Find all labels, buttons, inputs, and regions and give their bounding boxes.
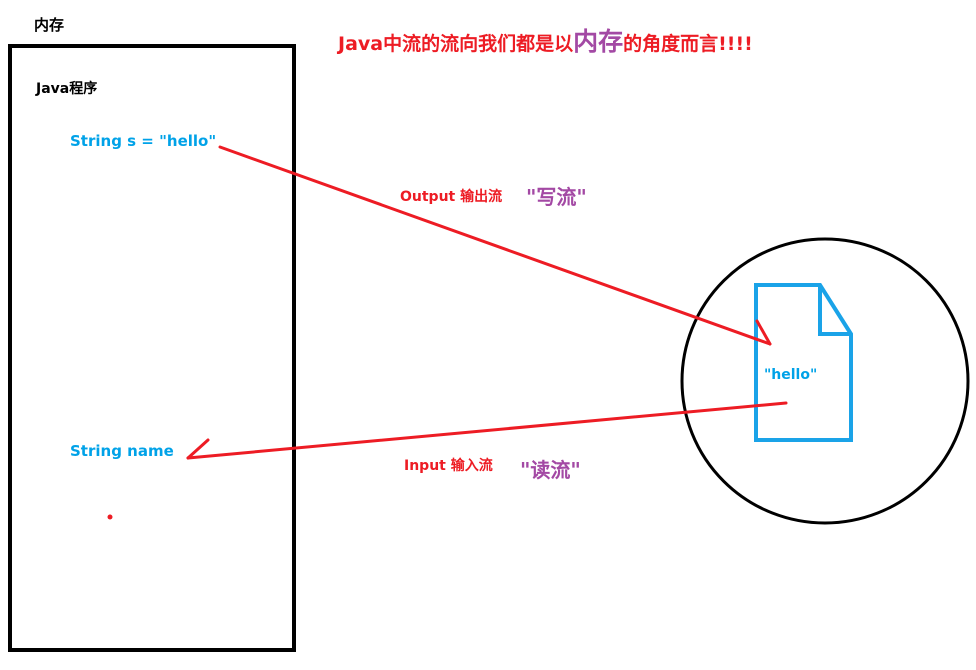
heading-emphasis: 内存 [573, 27, 624, 56]
storage-circle [680, 237, 970, 525]
input-stream-label: Input 输入流 [404, 458, 493, 474]
heading-suffix: 的角度而言!!!! [623, 33, 753, 55]
memory-box [8, 44, 296, 652]
code-string-name: String name [70, 442, 174, 460]
file-content-text: "hello" [764, 367, 818, 383]
output-stream-label: Output 输出流 [400, 189, 503, 205]
java-program-label: Java程序 [36, 81, 98, 97]
red-dot [107, 514, 113, 520]
input-arrow [186, 401, 788, 460]
output-arrow [218, 145, 772, 346]
input-stream-quote: "读流" [520, 458, 581, 482]
file-icon [754, 283, 853, 442]
heading: Java中流的流向我们都是以内存的角度而言!!!! [338, 22, 753, 58]
code-string-s: String s = "hello" [70, 132, 217, 150]
memory-label: 内存 [34, 16, 65, 34]
heading-prefix: Java中流的流向我们都是以 [338, 33, 574, 55]
output-stream-quote: "写流" [526, 185, 587, 209]
